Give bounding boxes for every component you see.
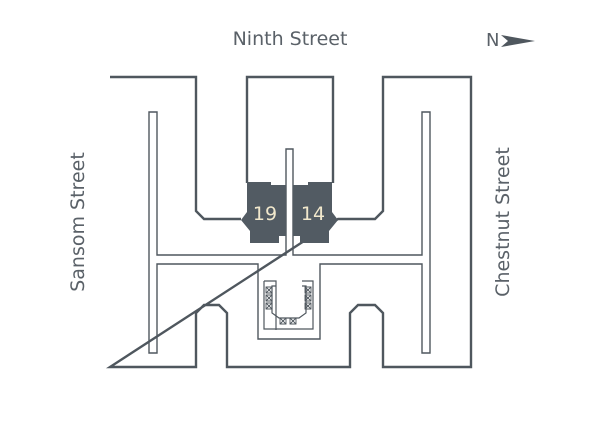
elevator-icon [279, 317, 287, 325]
corridor-outline [148, 111, 431, 354]
north-label: N [486, 30, 500, 51]
elevator-icon [304, 286, 312, 294]
unit-19[interactable]: 19 [241, 182, 286, 243]
elevator-icon [304, 294, 312, 302]
elevator-core [263, 280, 314, 330]
elevator-icon [304, 302, 312, 310]
north-indicator: N [486, 30, 536, 51]
north-arrow-icon [501, 34, 536, 47]
unit-number: 19 [253, 203, 277, 225]
unit-number: 14 [301, 203, 325, 225]
center-wing-wall [245, 75, 335, 183]
elevator-icon [289, 317, 297, 325]
building-outer-wall [105, 75, 473, 369]
elevator-icon [265, 286, 273, 294]
elevator-icon [265, 302, 273, 310]
street-label-ninth: Ninth Street [232, 28, 348, 50]
unit-14[interactable]: 14 [293, 182, 338, 243]
elevator-icon [265, 294, 273, 302]
